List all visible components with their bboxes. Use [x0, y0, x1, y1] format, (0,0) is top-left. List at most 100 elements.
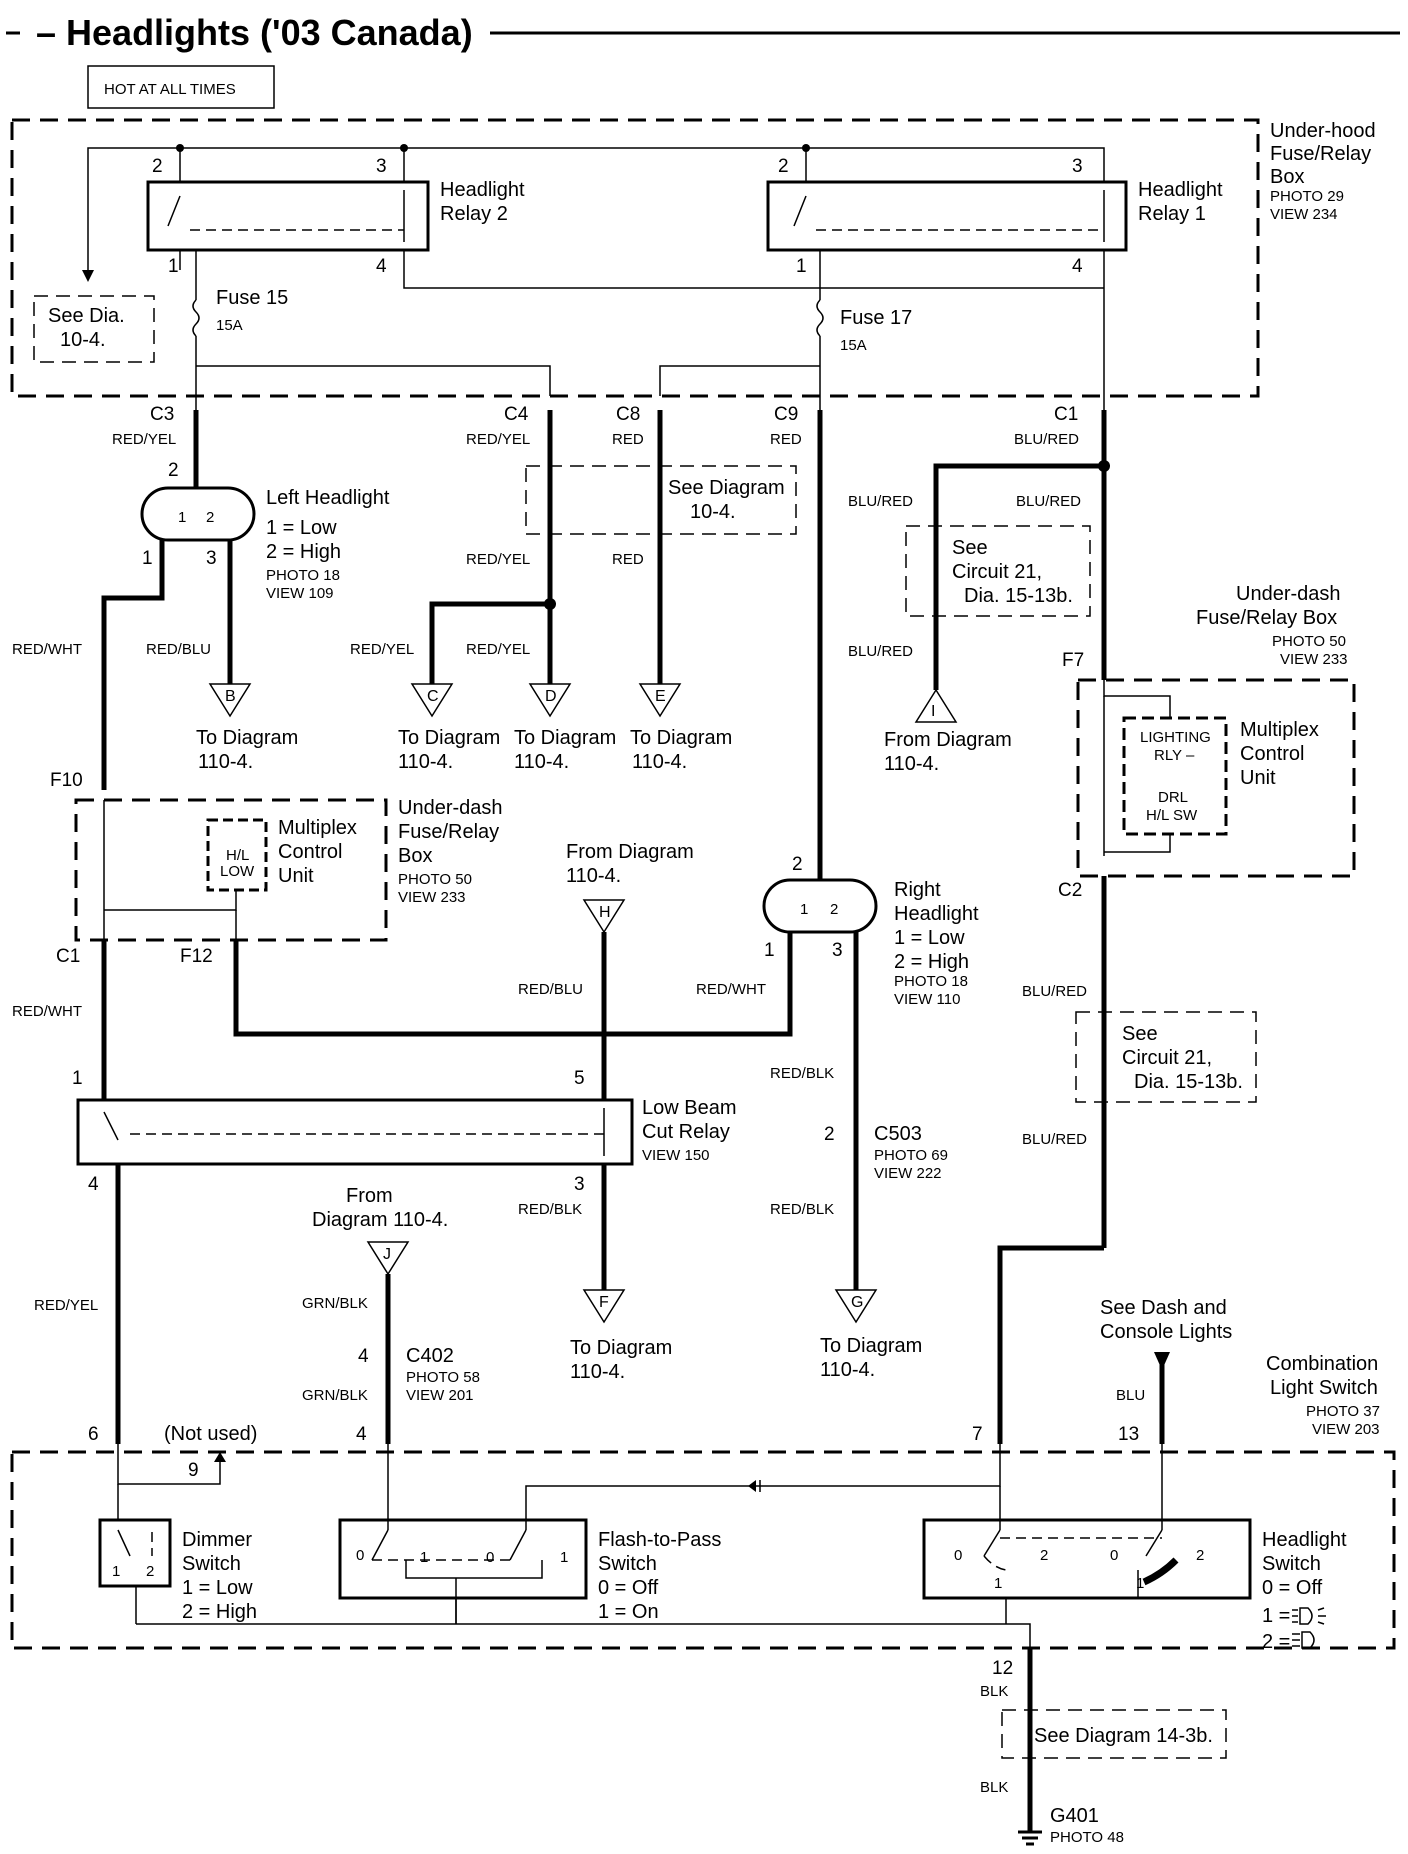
terminal-j: J: [383, 1246, 391, 1263]
mcu-right-l3: Unit: [1240, 767, 1276, 789]
combo-pin-9: 9: [188, 1460, 199, 1481]
c503-pin: 2: [824, 1124, 835, 1145]
connector-f7: F7: [1062, 650, 1084, 671]
flash-off: 0 = Off: [598, 1577, 659, 1599]
wire-red-blu-h: RED/BLU: [518, 981, 583, 998]
combo-pin-7: 7: [972, 1424, 983, 1445]
right-headlight-view: VIEW 110: [894, 991, 960, 1008]
right-headlight-high: 2 = High: [894, 951, 969, 973]
left-headlight-pin-1: 1: [142, 548, 153, 569]
low-beam-view: VIEW 150: [642, 1147, 710, 1164]
hsw-l2: Switch: [1262, 1553, 1321, 1575]
see-diagram-2-l2: 10-4.: [690, 501, 736, 523]
see-diagram-3: See Diagram 14-3b.: [1034, 1725, 1213, 1747]
flash-1-a: 1: [420, 1549, 428, 1566]
see-circuit-1-l1: See: [952, 537, 988, 559]
to-diagram-b-num: 110-4.: [198, 751, 253, 773]
relay2-pin-1: 1: [168, 256, 179, 277]
underhood-label-2: Fuse/Relay: [1270, 143, 1371, 165]
right-headlight-low: 1 = Low: [894, 927, 965, 949]
see-circuit-1-l3: Dia. 15-13b.: [964, 585, 1073, 607]
hsw-0-b: 0: [1110, 1547, 1118, 1564]
to-diagram-g: To Diagram: [820, 1335, 922, 1357]
hsw-off: 0 = Off: [1262, 1577, 1323, 1599]
wire-red-yel-4: RED/YEL: [34, 1297, 98, 1314]
see-dia-1-l1: See Dia.: [48, 305, 125, 327]
flash-l2: Switch: [598, 1553, 657, 1575]
see-diagram-14-3b-box: [1001, 1709, 1227, 1759]
ud-box-left-l1: Under-dash: [398, 797, 503, 819]
connector-f10: F10: [50, 770, 83, 791]
connector-c9: C9: [774, 404, 798, 425]
low-beam-pin-3: 3: [574, 1174, 585, 1195]
from-diagram-i: From Diagram: [884, 729, 1012, 751]
wire-c3: RED/YEL: [112, 431, 176, 448]
wire-red-wht-2: RED/WHT: [12, 1003, 82, 1020]
hsw-state-1: 1 =: [1262, 1605, 1290, 1627]
see-circuit-2-l2: Circuit 21,: [1122, 1047, 1212, 1069]
terminal-f: F: [599, 1294, 609, 1311]
left-headlight-photo: PHOTO 18: [266, 567, 340, 584]
to-diagram-e: To Diagram: [630, 727, 732, 749]
left-headlight-bulb-2: 2: [206, 509, 214, 526]
ud-box-left-view: VIEW 233: [398, 889, 466, 906]
relay2-label-2: Relay 2: [440, 203, 508, 225]
hl-low-2: LOW: [220, 863, 255, 880]
connector-c2: C2: [1058, 880, 1082, 901]
fuse-17-label: Fuse 17: [840, 307, 912, 329]
left-headlight-pin-3: 3: [206, 548, 217, 569]
ground-symbol: [1018, 1830, 1042, 1846]
dimmer-l1: Dimmer: [182, 1529, 252, 1551]
wire-grn-blk-1: GRN/BLK: [302, 1295, 368, 1312]
connector-c8: C8: [616, 404, 640, 425]
left-headlight-bulb-1: 1: [178, 509, 186, 526]
ud-box-right-photo: PHOTO 50: [1272, 633, 1346, 650]
flash-0-b: 0: [486, 1549, 494, 1566]
wire-grn-blk-2: GRN/BLK: [302, 1387, 368, 1404]
headlight-relay-1: [766, 180, 1128, 252]
multiplex-control-unit-left: [206, 818, 268, 892]
to-diagram-d: To Diagram: [514, 727, 616, 749]
wire-blk-2: BLK: [980, 1779, 1008, 1796]
diagram-title: – Headlights ('03 Canada): [36, 12, 473, 53]
see-diagram-10-4-box: [525, 465, 797, 535]
hsw-l1: Headlight: [1262, 1529, 1347, 1551]
connector-c402: C402: [406, 1345, 454, 1367]
mcu-right-l1: Multiplex: [1240, 719, 1319, 741]
headlight-switch: [922, 1518, 1252, 1600]
hot-at-all-times-box: [87, 65, 275, 109]
from-diagram-h-num: 110-4.: [566, 865, 621, 887]
flash-l1: Flash-to-Pass: [598, 1529, 721, 1551]
right-headlight-l1: Right: [894, 879, 941, 901]
see-circuit-1-l2: Circuit 21,: [952, 561, 1042, 583]
right-headlight-pin-2: 2: [792, 854, 803, 875]
c503-view: VIEW 222: [874, 1165, 942, 1182]
fuse-15-symbol: [192, 299, 200, 337]
right-headlight-pin-1: 1: [764, 940, 775, 961]
left-headlight-label: Left Headlight: [266, 487, 390, 509]
from-diagram-i-num: 110-4.: [884, 753, 939, 775]
from-diagram-h: From Diagram: [566, 841, 694, 863]
wire-blu-red-4: BLU/RED: [1022, 1131, 1087, 1148]
low-beam-pin-5: 5: [574, 1068, 585, 1089]
left-headlight-low: 1 = Low: [266, 517, 337, 539]
drl-1: DRL: [1158, 789, 1188, 806]
low-beam-pin-1: 1: [72, 1068, 83, 1089]
hl-low-1: H/L: [226, 847, 249, 864]
wire-c4: RED/YEL: [466, 431, 530, 448]
to-diagram-f: To Diagram: [570, 1337, 672, 1359]
see-diagram-2-l1: See Diagram: [668, 477, 785, 499]
wire-red-blk-2: RED/BLK: [518, 1201, 582, 1218]
dimmer-switch: [98, 1518, 172, 1588]
flash-0-a: 0: [356, 1547, 364, 1564]
mcu-left-l1: Multiplex: [278, 817, 357, 839]
dimmer-low: 1 = Low: [182, 1577, 253, 1599]
c503-photo: PHOTO 69: [874, 1147, 948, 1164]
hsw-2-b: 2: [1196, 1547, 1204, 1564]
right-headlight-photo: PHOTO 18: [894, 973, 968, 990]
wire-blk-1: BLK: [980, 1683, 1008, 1700]
c402-photo: PHOTO 58: [406, 1369, 480, 1386]
wire-blu-red-3: BLU/RED: [1022, 983, 1087, 1000]
low-beam-l1: Low Beam: [642, 1097, 737, 1119]
